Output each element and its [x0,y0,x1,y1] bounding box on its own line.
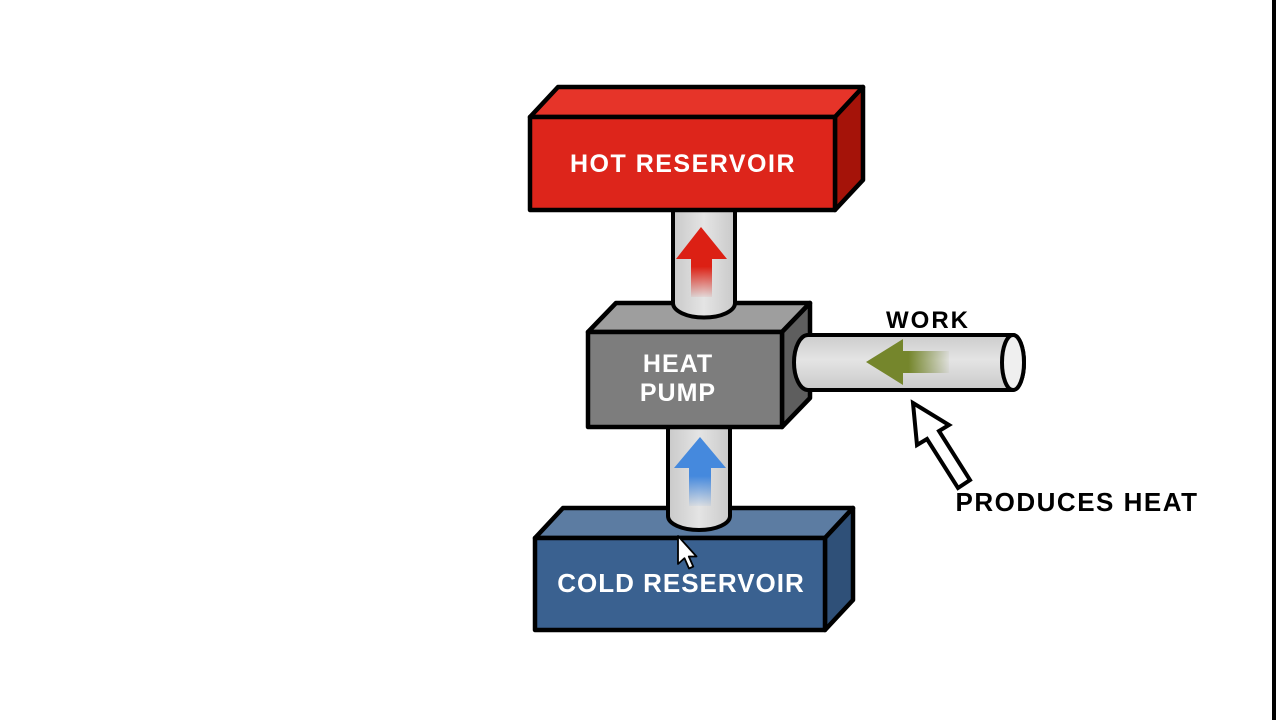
hot-flow-arrow-icon [676,227,727,297]
hot-reservoir-top-face [527,84,866,120]
produces-heat-label: PRODUCES HEAT [955,487,1199,517]
frame-right-edge-line [1272,0,1276,720]
heat-pump-front-face [585,329,785,430]
produces-heat-arrow-icon [910,399,973,491]
hot-reservoir-label: HOT RESERVOIR [569,150,797,178]
heat-pump-label: HEAT PUMP [639,350,717,407]
cold-reservoir-label: COLD RESERVOIR [557,568,805,598]
work-pipe-end-cap [1000,333,1026,392]
work-arrow-icon [866,339,949,385]
hot-reservoir-box [527,84,866,213]
mouse-cursor-icon [677,535,698,570]
cold-flow-arrow-icon [674,437,726,506]
hot-reservoir-front-face [527,114,838,213]
work-label: WORK [886,307,970,334]
